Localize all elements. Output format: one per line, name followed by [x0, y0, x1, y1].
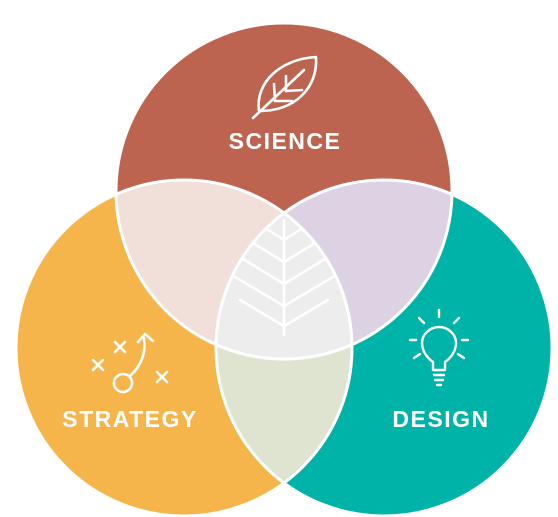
label-science: SCIENCE: [229, 128, 342, 154]
center-leaf-icon: [228, 218, 340, 337]
label-design: DESIGN: [392, 406, 489, 432]
label-strategy: STRATEGY: [62, 406, 198, 432]
overlap-center: [216, 180, 352, 359]
outline-science: [114, 21, 454, 361]
outline-strategy: [14, 178, 354, 517]
outline-design: [214, 178, 554, 517]
lightbulb-icon: [408, 308, 470, 387]
playbook-icon: [91, 332, 169, 394]
leaf-icon: [251, 55, 318, 120]
